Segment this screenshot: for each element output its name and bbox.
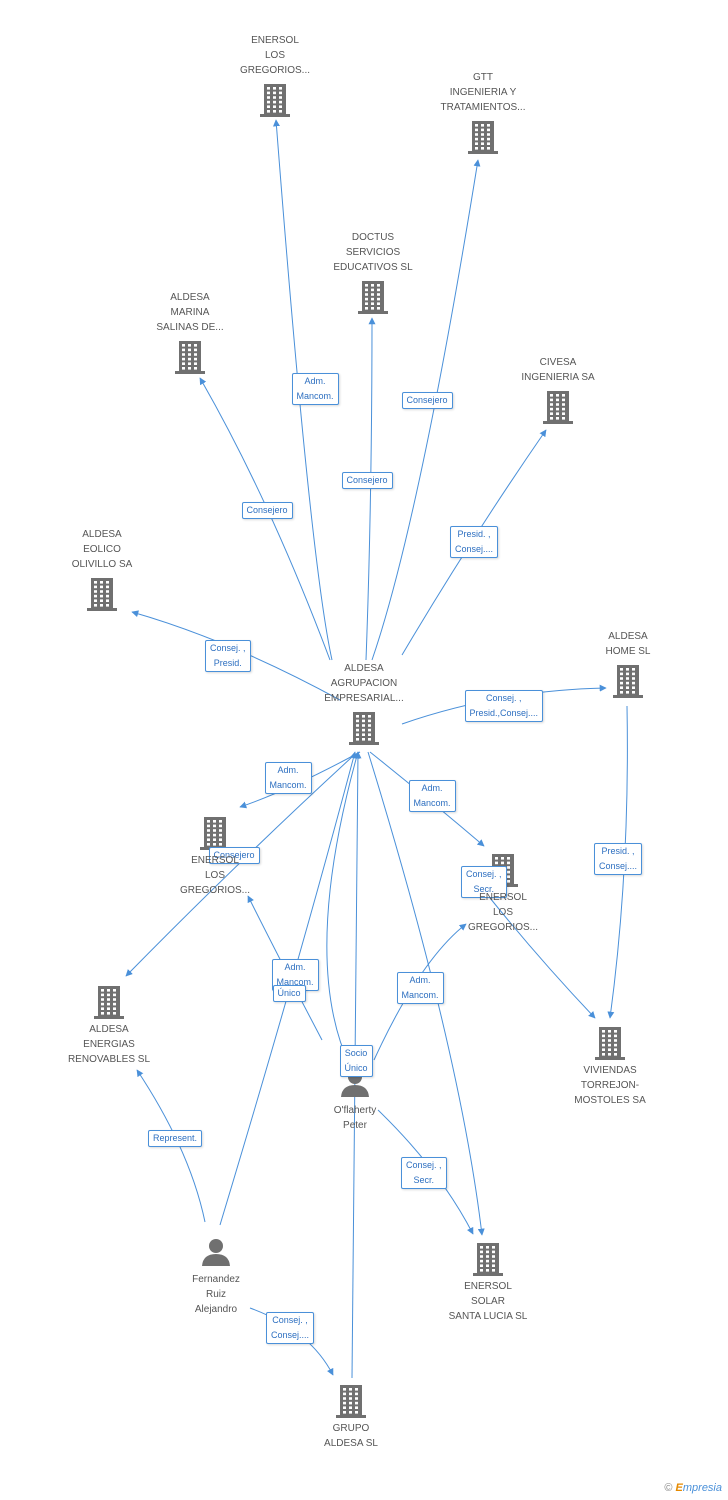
edge-label[interactable]: Adm.Mancom.: [271, 959, 319, 991]
edge-label[interactable]: Consejero: [241, 501, 293, 519]
edge-center-to-gtt: [371, 159, 481, 661]
edge-label[interactable]: Consejero: [208, 846, 260, 864]
empresia-brand[interactable]: © Empresia: [664, 1482, 722, 1494]
edge-center-to-santa_lucia: [367, 751, 485, 1236]
edge-fernandez-to-energias: [136, 1069, 206, 1223]
building-icon[interactable]: [200, 817, 230, 850]
building-icon[interactable]: [473, 1243, 503, 1276]
edge-label[interactable]: Único: [272, 984, 306, 1002]
edge-oflaherty-to-center: [326, 751, 360, 1067]
edge-label[interactable]: Consejero: [401, 391, 453, 409]
edge-label[interactable]: Consej. ,Consej....: [266, 1312, 315, 1344]
edge-label[interactable]: Represent.: [148, 1129, 203, 1147]
edge-label[interactable]: Adm.Mancom.: [408, 780, 456, 812]
building-icon[interactable]: [543, 391, 573, 424]
building-icon[interactable]: [613, 665, 643, 698]
building-icon[interactable]: [336, 1385, 366, 1418]
edge-center-to-enersol_top: [272, 119, 333, 661]
edge-label[interactable]: Adm.Mancom.: [291, 373, 339, 405]
building-icon[interactable]: [349, 712, 379, 745]
edge-label[interactable]: Presid. ,Consej....: [450, 526, 499, 558]
edge-label[interactable]: Presid. ,Consej....: [594, 843, 643, 875]
edge-label[interactable]: Adm.Mancom.: [264, 762, 312, 794]
building-icon[interactable]: [175, 341, 205, 374]
building-icon[interactable]: [87, 578, 117, 611]
edge-center-to-marina: [199, 377, 331, 661]
building-icon[interactable]: [468, 121, 498, 154]
edge-label[interactable]: Consej. ,Presid.,Consej....: [464, 690, 544, 722]
edge-center-to-doctus: [365, 317, 376, 661]
brand-logo-letter: E: [675, 1482, 683, 1494]
building-icon[interactable]: [358, 281, 388, 314]
person-icon[interactable]: [202, 1239, 230, 1266]
building-icon[interactable]: [260, 84, 290, 117]
edge-label[interactable]: Consej. ,Presid.: [205, 640, 251, 672]
edge-enersol_right-to-viviendas: [489, 897, 596, 1019]
edge-label[interactable]: Consej. ,Secr.: [401, 1157, 447, 1189]
building-icon[interactable]: [94, 986, 124, 1019]
building-icon[interactable]: [595, 1027, 625, 1060]
edge-label[interactable]: Adm.Mancom.: [396, 972, 444, 1004]
edge-label[interactable]: Consej. ,Secr.: [461, 866, 507, 898]
edge-label[interactable]: Consejero: [341, 471, 393, 489]
brand-logo-text: mpresia: [682, 1482, 722, 1494]
copyright-symbol: ©: [664, 1482, 673, 1494]
